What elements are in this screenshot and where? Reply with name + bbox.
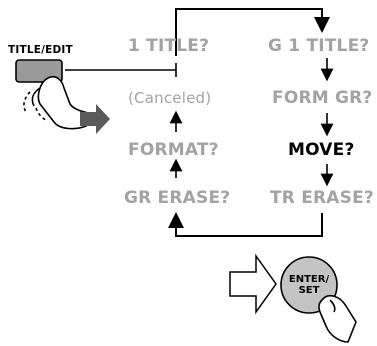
finger-icon (318, 294, 357, 343)
label-format: FORMAT? (128, 140, 219, 160)
label-1-title: 1 TITLE? (128, 36, 210, 56)
label-tr-erase: TR ERASE? (270, 188, 374, 208)
label-form-gr: FORM GR? (272, 88, 373, 108)
top-loop-line (175, 8, 330, 56)
title-edit-label: TITLE/EDIT (8, 44, 73, 56)
arrow-right-icon (80, 104, 110, 134)
arrow-outline-right-icon (229, 253, 277, 315)
enter-label-line1: ENTER/ (288, 274, 330, 285)
label-gr-erase: GR ERASE? (124, 188, 231, 208)
bottom-loop-line (168, 212, 323, 237)
enter-label-line2: SET (298, 285, 320, 296)
enter-set-label: ENTER/ SET (287, 274, 331, 296)
label-canceled: (Canceled) (128, 89, 212, 107)
label-move: MOVE? (288, 140, 355, 160)
label-g-1-title: G 1 TITLE? (268, 36, 370, 56)
